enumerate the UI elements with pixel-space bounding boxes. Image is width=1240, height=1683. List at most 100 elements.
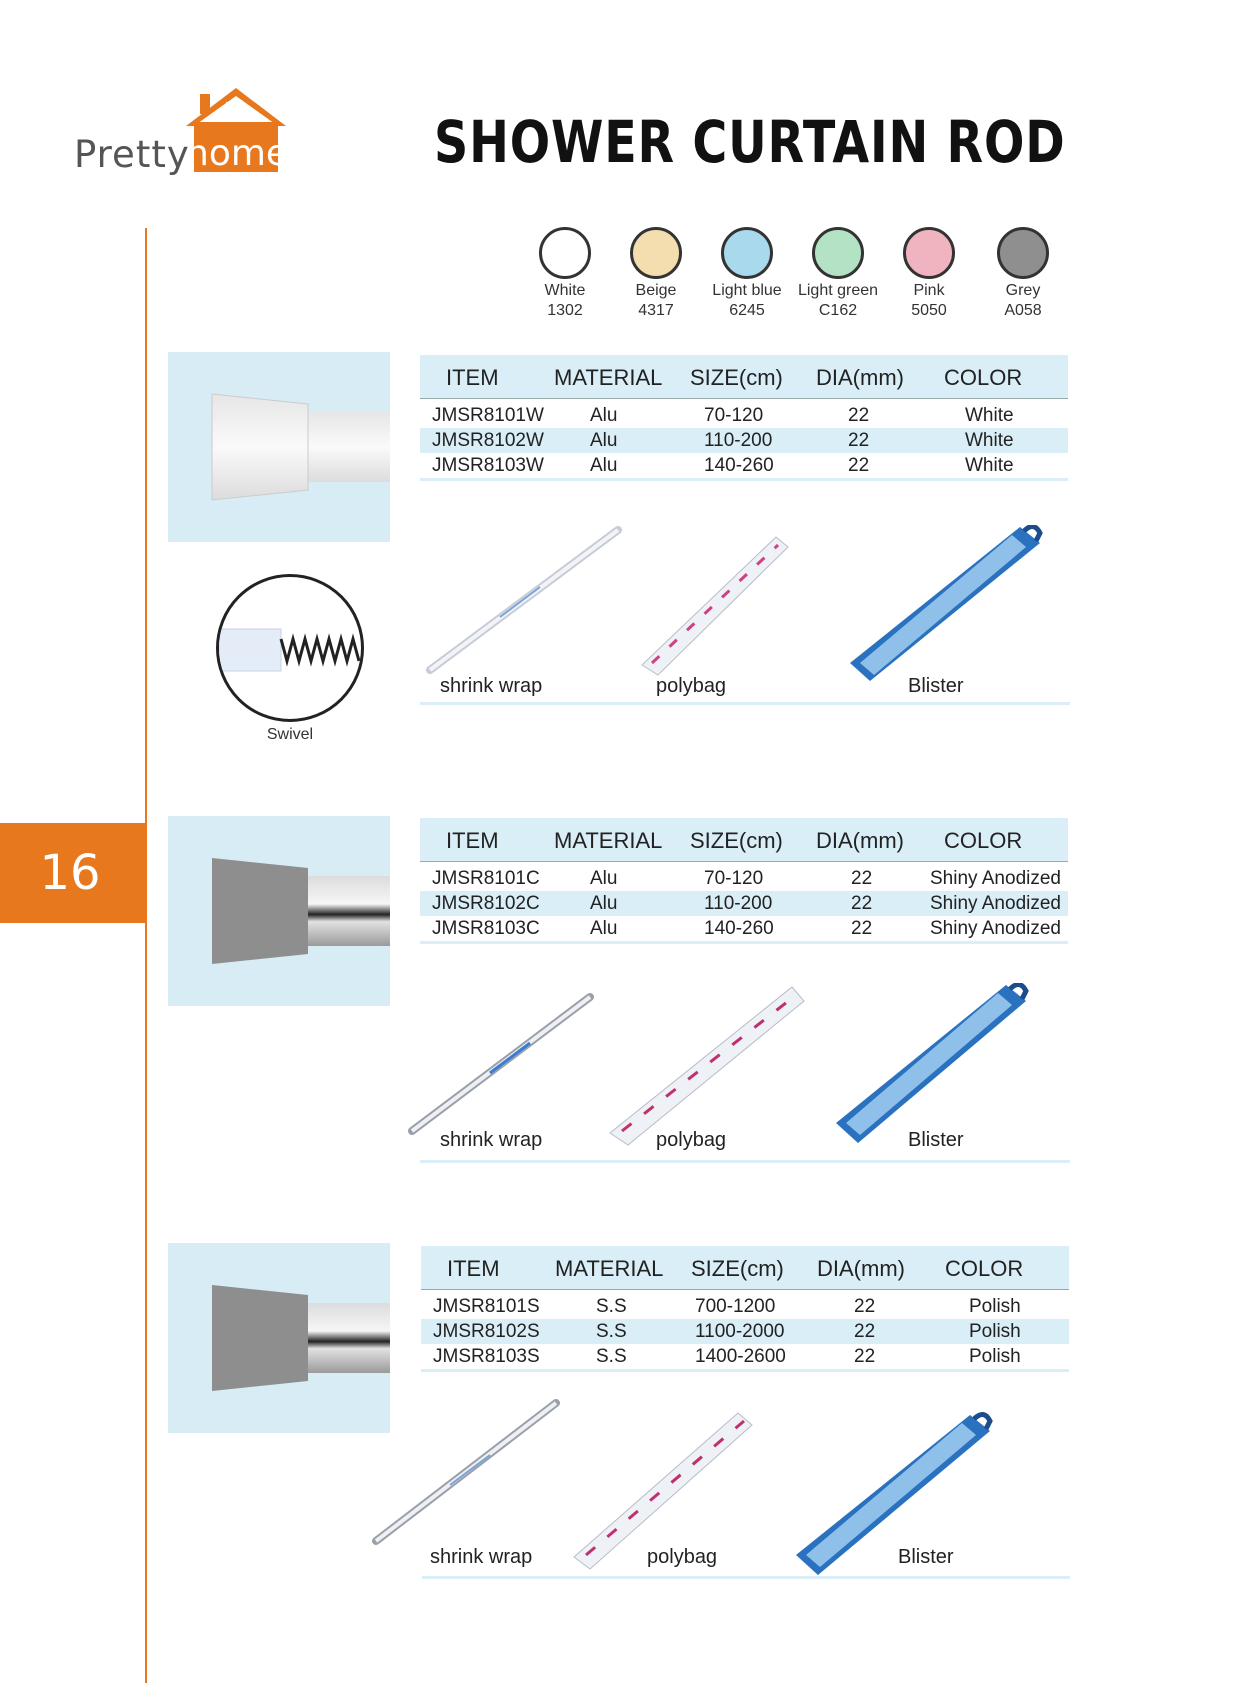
cell-item: JMSR8101W	[432, 405, 544, 426]
table-header: ITEM MATERIAL SIZE(cm) DIA(mm) COLOR	[421, 1246, 1069, 1290]
swatch-light-blue: Light blue 6245	[697, 227, 797, 320]
cell-item: JMSR8103C	[432, 918, 540, 939]
cell-material: Alu	[590, 430, 618, 451]
packaging-images	[426, 524, 1043, 681]
cell-color: Shiny Anodized	[930, 893, 1061, 914]
cell-dia: 22	[848, 430, 870, 451]
cell-dia: 22	[854, 1296, 876, 1317]
table-row: JMSR8102W Alu 110-200 22 White	[420, 428, 1068, 453]
header-material: MATERIAL	[554, 828, 663, 853]
swatch-code: 5050	[911, 302, 947, 319]
swatch-name: Light green	[797, 282, 879, 299]
cell-material: Alu	[590, 893, 618, 914]
cell-material: Alu	[590, 455, 618, 476]
table-row: JMSR8101S S.S 700-1200 22 Polish	[421, 1294, 1069, 1319]
cell-material: S.S	[596, 1296, 627, 1317]
cell-size: 1100-2000	[695, 1321, 785, 1342]
pack-label-polybag: polybag	[647, 1546, 718, 1568]
page-rule	[145, 228, 147, 1683]
cell-item: JMSR8102S	[433, 1321, 540, 1342]
table-row: JMSR8101C Alu 70-120 22 Shiny Anodized	[420, 866, 1068, 891]
swatch-name: White	[544, 282, 586, 299]
cell-material: S.S	[596, 1346, 627, 1367]
swatch-code: 6245	[729, 302, 765, 319]
swatch-dot	[903, 227, 955, 279]
logo-word-home: home	[186, 133, 289, 174]
product-image-stainless-rod	[168, 1243, 390, 1433]
cell-size: 700-1200	[695, 1296, 776, 1317]
table-header: ITEM MATERIAL SIZE(cm) DIA(mm) COLOR	[420, 818, 1068, 862]
spec-table-stainless: ITEM MATERIAL SIZE(cm) DIA(mm) COLOR JMS…	[421, 1246, 1069, 1372]
cell-color: Shiny Anodized	[930, 918, 1061, 939]
cell-dia: 22	[848, 455, 870, 476]
pack-label-shrink-wrap: shrink wrap	[440, 675, 543, 697]
pack-label-blister: Blister	[908, 1129, 964, 1151]
rod-end-icon	[212, 1285, 390, 1391]
cell-item: JMSR8101C	[432, 868, 540, 889]
spring-icon	[219, 628, 361, 672]
cell-item: JMSR8102C	[432, 893, 540, 914]
header-material: MATERIAL	[555, 1256, 664, 1281]
pack-label-shrink-wrap: shrink wrap	[430, 1546, 533, 1568]
rod-end-icon	[211, 393, 390, 501]
swivel-detail-image	[216, 574, 364, 722]
swatch-name: Grey	[1005, 282, 1041, 299]
table-row: JMSR8101W Alu 70-120 22 White	[420, 403, 1068, 428]
swatch-dot	[812, 227, 864, 279]
cell-size: 110-200	[704, 893, 773, 914]
swatch-pink: Pink 5050	[879, 227, 979, 320]
header-size: SIZE(cm)	[690, 365, 783, 390]
table-row: JMSR8103S S.S 1400-2600 22 Polish	[421, 1344, 1069, 1369]
table-header: ITEM MATERIAL SIZE(cm) DIA(mm) COLOR	[420, 355, 1068, 399]
cell-color: Polish	[969, 1346, 1021, 1367]
header-color: COLOR	[944, 828, 1023, 853]
page-number: 16	[39, 845, 101, 901]
table-row: JMSR8103C Alu 140-260 22 Shiny Anodized	[420, 916, 1068, 941]
cell-dia: 22	[851, 918, 873, 939]
color-swatches: White 1302 Beige 4317 Light blue 6245 Li…	[530, 227, 1070, 327]
header-material: MATERIAL	[554, 365, 663, 390]
cell-color: Shiny Anodized	[930, 868, 1061, 889]
cell-dia: 22	[851, 893, 873, 914]
swatch-name: Light blue	[712, 282, 782, 299]
cell-material: Alu	[590, 868, 618, 889]
header-dia: DIA(mm)	[816, 365, 904, 390]
header-dia: DIA(mm)	[816, 828, 904, 853]
cell-size: 140-260	[704, 455, 774, 476]
cell-dia: 22	[854, 1346, 876, 1367]
swatch-name: Pink	[913, 282, 945, 299]
cell-color: White	[965, 455, 1014, 476]
header-item: ITEM	[446, 828, 499, 853]
cell-material: Alu	[590, 405, 618, 426]
table-row: JMSR8103W Alu 140-260 22 White	[420, 453, 1068, 478]
swatch-code: A058	[1004, 302, 1042, 319]
header-item: ITEM	[446, 365, 499, 390]
cell-color: Polish	[969, 1296, 1021, 1317]
cell-size: 1400-2600	[695, 1346, 786, 1367]
swatch-beige: Beige 4317	[606, 227, 706, 320]
swatch-dot	[539, 227, 591, 279]
table-row: JMSR8102S S.S 1100-2000 22 Polish	[421, 1319, 1069, 1344]
packaging-row-chrome: shrink wrap polybag Blister	[400, 982, 1070, 1163]
pack-label-polybag: polybag	[656, 675, 727, 697]
swatch-grey: Grey A058	[973, 227, 1073, 320]
swatch-code: C162	[818, 302, 858, 319]
cell-color: White	[965, 405, 1014, 426]
swivel-label: Swivel	[266, 726, 314, 743]
cell-size: 110-200	[704, 430, 773, 451]
swatch-code: 4317	[638, 302, 674, 319]
pack-label-blister: Blister	[908, 675, 964, 697]
cell-size: 140-260	[704, 918, 774, 939]
cell-size: 70-120	[704, 405, 764, 426]
cell-material: S.S	[596, 1321, 627, 1342]
swatch-code: 1302	[547, 302, 583, 319]
spec-table-chrome: ITEM MATERIAL SIZE(cm) DIA(mm) COLOR JMS…	[420, 818, 1068, 944]
cell-size: 70-120	[704, 868, 764, 889]
pack-label-polybag: polybag	[656, 1129, 727, 1151]
cell-item: JMSR8103W	[432, 455, 544, 476]
table-row: JMSR8102C Alu 110-200 22 Shiny Anodized	[420, 891, 1068, 916]
cell-color: White	[965, 430, 1014, 451]
page-number-tab	[0, 823, 147, 923]
header-size: SIZE(cm)	[691, 1256, 784, 1281]
header-item: ITEM	[447, 1256, 500, 1281]
